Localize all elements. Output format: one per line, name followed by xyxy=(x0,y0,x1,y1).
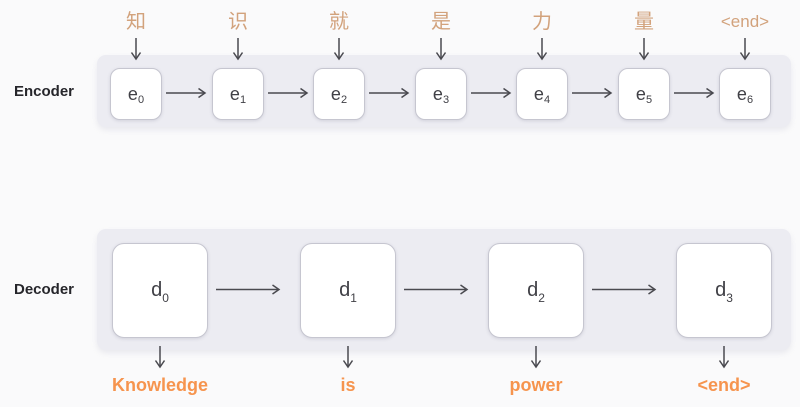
cell-subscript: 2 xyxy=(340,94,348,106)
right-arrow-icon xyxy=(592,284,657,295)
decoder-output-token: Knowledge xyxy=(111,375,208,395)
cell-subscript: 6 xyxy=(746,94,754,106)
encoder-input-token: 是 xyxy=(431,11,451,33)
cell-base: e xyxy=(533,83,544,104)
down-arrow-icon xyxy=(530,346,542,369)
cell-subscript: 3 xyxy=(442,94,450,106)
down-arrow-icon xyxy=(638,38,650,61)
right-arrow-icon xyxy=(166,87,207,99)
cell-base: e xyxy=(229,83,240,104)
cell-subscript: 2 xyxy=(538,291,545,305)
right-arrow-icon xyxy=(369,87,410,99)
right-arrow-icon xyxy=(216,284,281,295)
cell-base: e xyxy=(432,83,443,104)
right-arrow-icon xyxy=(572,87,613,99)
down-arrow-icon xyxy=(536,38,548,61)
down-arrow-icon xyxy=(130,38,142,61)
decoder-output-token: <end> xyxy=(697,375,751,395)
cell-base: d xyxy=(339,279,351,301)
down-arrow-icon xyxy=(154,346,166,369)
encoder-input-token: 量 xyxy=(634,11,654,33)
cell-base: e xyxy=(330,83,341,104)
cell-base: e xyxy=(635,83,646,104)
encoder-input-token: 就 xyxy=(329,11,349,33)
cell-subscript: 0 xyxy=(137,94,145,106)
cell-base: e xyxy=(127,83,138,104)
down-arrow-icon xyxy=(342,346,354,369)
encoder-input-token: 知 xyxy=(126,11,146,33)
decoder-output-token: power xyxy=(509,375,563,395)
right-arrow-icon xyxy=(404,284,469,295)
cell-subscript: 0 xyxy=(162,291,169,305)
right-arrow-icon xyxy=(674,87,715,99)
encoder-input-token: 力 xyxy=(532,11,552,33)
down-arrow-icon xyxy=(232,38,244,61)
cell-base: d xyxy=(715,279,727,301)
cell-subscript: 4 xyxy=(543,94,551,106)
decoder-label: Decoder xyxy=(14,281,75,298)
decoder-output-token: is xyxy=(340,375,356,395)
encoder-label: Encoder xyxy=(14,83,75,100)
down-arrow-icon xyxy=(435,38,447,61)
down-arrow-icon xyxy=(739,38,751,61)
encoder-input-token: <end> xyxy=(720,12,770,31)
cell-base: d xyxy=(151,279,163,301)
cell-subscript: 5 xyxy=(645,94,653,106)
cell-subscript: 1 xyxy=(350,291,357,305)
down-arrow-icon xyxy=(718,346,730,369)
cell-base: e xyxy=(736,83,747,104)
down-arrow-icon xyxy=(333,38,345,61)
cell-subscript: 3 xyxy=(726,291,733,305)
right-arrow-icon xyxy=(471,87,512,99)
right-arrow-icon xyxy=(268,87,309,99)
cell-base: d xyxy=(527,279,539,301)
cell-subscript: 1 xyxy=(239,94,247,106)
encoder-input-token: 识 xyxy=(228,11,248,33)
